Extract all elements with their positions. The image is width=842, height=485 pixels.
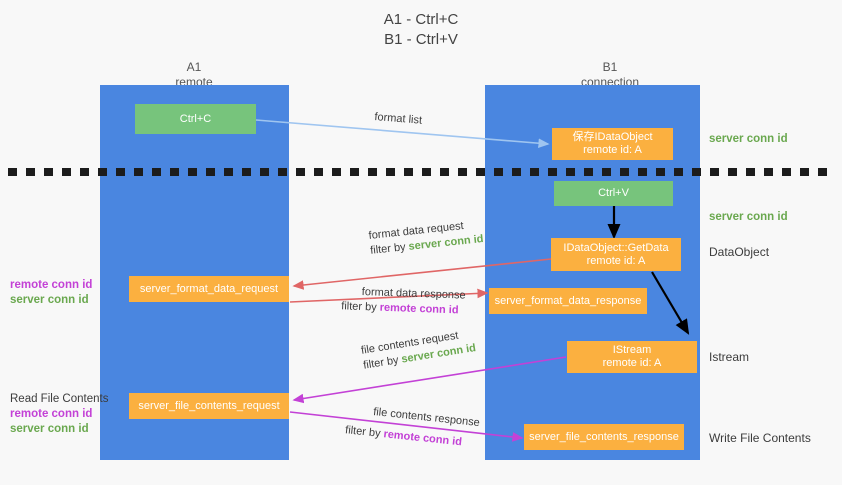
node-idataobject-label: 保存IDataObject (572, 131, 653, 143)
node-idataobject[interactable]: 保存IDataObject remote id: A (552, 128, 673, 160)
node-server-file-contents-response-label: server_file_contents_response (529, 430, 679, 443)
edge-label-format-list: format list (374, 110, 423, 129)
node-istream[interactable]: IStream remote id: A (567, 341, 697, 373)
edge-label-file-contents-response: file contents response filter by remote … (345, 405, 481, 452)
node-server-format-data-request-label: server_format_data_request (139, 282, 279, 295)
left-label-read-file-contents-group: Read File Contents remote conn id server… (10, 392, 108, 437)
node-getdata-label: IDataObject::GetData (563, 241, 669, 254)
right-label-istream: Istream (709, 350, 750, 364)
left-label-conn-ids-format: remote conn id server conn id (10, 278, 92, 308)
node-server-format-data-response-label: server_format_data_response (494, 294, 642, 307)
title-line-2: B1 - Ctrl+V (384, 31, 458, 48)
edge-label-format-data-response: format data response filter by remote co… (341, 285, 466, 319)
node-server-format-data-response[interactable]: server_format_data_response (489, 288, 647, 314)
column-header-b1-name: B1 (602, 60, 618, 74)
node-server-file-contents-request-label: server_file_contents_request (138, 399, 280, 412)
node-server-file-contents-request[interactable]: server_file_contents_request (129, 393, 289, 419)
right-label-server-conn-id-top: server conn id (709, 133, 788, 145)
column-header-a1-name: A1 (186, 60, 202, 74)
right-label-server-conn-id-mid: server conn id (709, 211, 788, 223)
edge-label-format-data-request: format data request filter by server con… (368, 217, 484, 259)
node-ctrl-c[interactable]: Ctrl+C (135, 104, 256, 134)
node-ctrl-v[interactable]: Ctrl+V (554, 181, 673, 206)
node-getdata[interactable]: IDataObject::GetData remote id: A (551, 238, 681, 271)
right-label-write-file-contents: Write File Contents (709, 431, 811, 445)
right-label-dataobject: DataObject (709, 245, 770, 259)
node-server-format-data-request[interactable]: server_format_data_request (129, 276, 289, 302)
node-istream-remote-id: remote id: A (602, 357, 662, 369)
left-label-read-file-contents: Read File Contents (10, 393, 109, 405)
filter-prefix: filter by (369, 240, 410, 257)
left-label-remote-conn-id-1: remote conn id (10, 279, 93, 291)
node-istream-label: IStream (612, 344, 652, 356)
left-label-server-conn-id-1: server conn id (10, 294, 89, 306)
left-label-server-conn-id-2: server conn id (10, 423, 89, 435)
edge-label-file-contents-request: file contents request filter by server c… (360, 326, 477, 373)
node-ctrl-v-label: Ctrl+V (598, 187, 629, 199)
node-ctrl-c-label: Ctrl+C (179, 112, 212, 125)
page-title: A1 - Ctrl+C B1 - Ctrl+V (0, 10, 842, 50)
edge-label-format-data-response-filter: filter by remote conn id (341, 299, 465, 318)
filter-value-remote-conn-id: remote conn id (379, 301, 459, 317)
title-line-1: A1 - Ctrl+C (383, 11, 459, 28)
filter-value-remote-conn-id: remote conn id (382, 428, 463, 449)
filter-prefix: filter by (341, 300, 380, 314)
node-idataobject-remote-id: remote id: A (583, 144, 642, 156)
left-label-remote-conn-id-2: remote conn id (10, 408, 93, 420)
filter-prefix: filter by (344, 424, 385, 441)
node-server-file-contents-response[interactable]: server_file_contents_response (524, 424, 684, 450)
node-getdata-remote-id: remote id: A (586, 254, 646, 267)
edge-label-format-list-text: format list (373, 110, 423, 127)
